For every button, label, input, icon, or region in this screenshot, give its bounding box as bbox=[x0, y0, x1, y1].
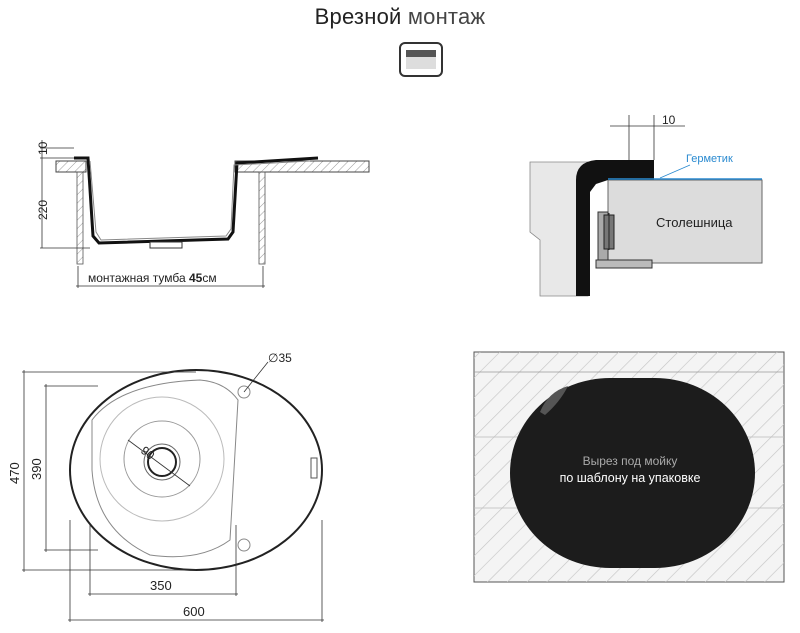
side-view bbox=[40, 140, 370, 288]
title-word-2: монтаж bbox=[407, 4, 486, 29]
top-view bbox=[22, 361, 324, 622]
cabinet-size: 45 bbox=[189, 271, 203, 285]
sealant-label: Герметик bbox=[686, 153, 733, 165]
width-total-dim: 600 bbox=[183, 604, 205, 619]
cutout-view bbox=[473, 351, 785, 583]
hole-dim: ∅35 bbox=[268, 351, 292, 365]
cabinet-label: монтажная тумба 45см bbox=[88, 271, 217, 285]
height-total-dim: 470 bbox=[7, 462, 22, 484]
page-title: Врезной монтаж bbox=[0, 4, 800, 30]
detail-view bbox=[529, 115, 763, 297]
bowl-width-dim: 350 bbox=[150, 578, 172, 593]
cutout-line-1: Вырез под мойку bbox=[583, 454, 678, 468]
cabinet-unit: см bbox=[202, 271, 216, 285]
side-dim-rim: 10 bbox=[36, 141, 50, 155]
countertop-label: Столешница bbox=[656, 215, 733, 230]
cutout-line-2: по шаблону на упаковке bbox=[560, 471, 701, 485]
side-dim-depth: 220 bbox=[36, 200, 50, 220]
mount-type-icon bbox=[399, 42, 443, 77]
detail-dim-top: 10 bbox=[662, 113, 676, 127]
cabinet-text: монтажная тумба bbox=[88, 271, 189, 285]
title-word-1: Врезной bbox=[314, 4, 402, 29]
bowl-height-dim: 390 bbox=[29, 458, 44, 480]
